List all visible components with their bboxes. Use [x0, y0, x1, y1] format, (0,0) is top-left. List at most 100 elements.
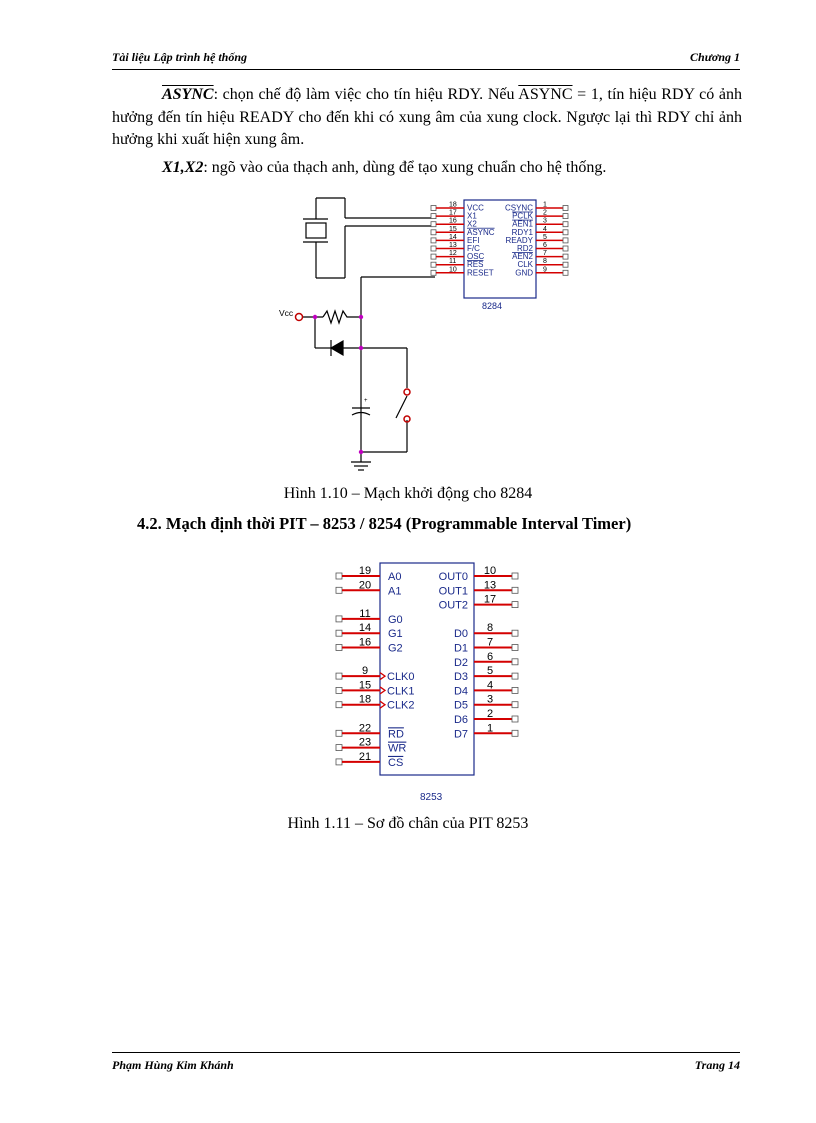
pin-number: 13 — [449, 242, 457, 249]
pin-name: D5 — [454, 700, 468, 712]
header-title: Tài liệu Lập trình hệ thống — [112, 50, 248, 64]
pin-number: 5 — [487, 665, 493, 677]
pin-terminal — [430, 205, 437, 211]
pin-name: CLK0 — [387, 671, 415, 683]
pin-number: 19 — [359, 565, 371, 577]
pin-terminal — [511, 601, 519, 608]
pin-terminal — [562, 213, 569, 220]
pin-number: 7 — [487, 637, 493, 649]
pin-number: 23 — [359, 737, 371, 749]
pin-number: 7 — [543, 250, 547, 257]
pin-number: 8 — [543, 258, 547, 265]
pin-name: RD — [388, 728, 404, 740]
header-rule — [112, 69, 740, 70]
pin-name: RES — [467, 260, 483, 269]
pin-name: G1 — [388, 628, 403, 640]
pin-terminal — [562, 229, 569, 236]
pin-number: 11 — [449, 258, 456, 265]
pin-name: D7 — [454, 728, 468, 740]
async-text: : chọn chế độ làm việc cho tín hiệu RDY.… — [213, 86, 519, 103]
pin-number: 17 — [449, 210, 457, 217]
pin-name: RD2 — [517, 244, 534, 253]
pin-number: 13 — [484, 579, 496, 591]
pin-number: 22 — [359, 722, 371, 734]
pin-terminal — [335, 644, 343, 651]
paragraph-x1x2: X1,X2: ngõ vào của thạch anh, dùng để tạ… — [112, 157, 742, 180]
vcc-node — [294, 312, 304, 322]
pin-terminal — [511, 672, 519, 680]
pin-name: CSYNC — [505, 204, 533, 213]
pin-number: 15 — [449, 226, 457, 233]
pin-terminal — [562, 221, 569, 228]
pin-terminal — [511, 572, 519, 580]
pin-terminal — [335, 615, 343, 623]
pin-terminal — [511, 644, 519, 651]
footer-page-number: Trang 14 — [694, 1058, 740, 1072]
capacitor-plus: + — [364, 398, 368, 404]
pin-number: 16 — [449, 218, 457, 225]
pin-name: D3 — [454, 671, 468, 683]
section-heading: 4.2. Mạch định thời PIT – 8253 / 8254 (P… — [137, 514, 632, 533]
pin-name: VCC — [467, 204, 484, 213]
clock-marker — [379, 686, 387, 695]
pin-terminal — [430, 213, 437, 220]
chip-8284-label: 8284 — [482, 301, 502, 311]
pin-name: EFI — [467, 236, 479, 245]
pin-number: 6 — [487, 651, 493, 663]
crystal-symbol — [303, 197, 435, 279]
switch-contact-bottom — [403, 415, 411, 423]
pin-terminal — [430, 261, 437, 268]
pin-number: 2 — [487, 708, 493, 720]
pin-terminal — [430, 269, 437, 276]
async-text-2: = 1, tín hiệu RDY có ảnh hưởng đến tín h… — [112, 86, 742, 148]
pin-terminal — [562, 269, 569, 276]
pin-number: 10 — [449, 266, 457, 273]
pin-number: 16 — [359, 637, 371, 649]
pin-terminal — [430, 221, 437, 228]
pin-number: 1 — [487, 722, 493, 734]
pin-name: OUT2 — [439, 600, 468, 612]
pin-terminal — [511, 687, 519, 694]
x1x2-text: : ngõ vào của thạch anh, dùng để tạo xun… — [203, 159, 607, 176]
pin-name: A0 — [388, 571, 401, 583]
pin-terminal — [511, 715, 519, 723]
pin-number: 1 — [543, 202, 547, 209]
pin-name: GND — [515, 268, 533, 277]
pin-number: 20 — [359, 579, 371, 591]
pin-number: 21 — [359, 751, 371, 763]
pin-name: WR — [388, 743, 406, 755]
footer-rule — [112, 1052, 740, 1053]
pin-number: 18 — [359, 694, 371, 706]
clock-marker — [379, 672, 387, 681]
pin-name: RDY1 — [512, 228, 534, 237]
pin-terminal — [562, 253, 569, 260]
pin-name: CLK1 — [387, 685, 415, 697]
pin-number: 18 — [449, 202, 457, 209]
pin-terminal — [511, 658, 519, 666]
pin-terminal — [430, 229, 437, 236]
pin-terminal — [335, 672, 343, 680]
pin-number: 4 — [487, 679, 493, 691]
paragraph-async: ASYNC: chọn chế độ làm việc cho tín hiệu… — [112, 84, 742, 152]
pin-number: 10 — [484, 565, 496, 577]
pin-name: CLK — [517, 260, 533, 269]
junction-nodes — [312, 314, 364, 455]
pin-terminal — [335, 629, 343, 637]
pin-terminal — [562, 261, 569, 268]
pin-number: 14 — [449, 234, 457, 241]
pin-terminal — [430, 237, 437, 244]
pin-name: READY — [505, 236, 533, 245]
pin-terminal — [511, 729, 519, 737]
pin-name: CS — [388, 757, 403, 769]
pin-terminal — [335, 744, 343, 752]
pin-number: 4 — [543, 226, 547, 233]
vcc-label: Vcc — [279, 308, 294, 318]
pin-name: F/C — [467, 244, 480, 253]
footer-author: Phạm Hùng Kim Khánh — [112, 1058, 234, 1072]
pin-number: 5 — [543, 234, 547, 241]
pin-name: RESET — [467, 268, 494, 277]
